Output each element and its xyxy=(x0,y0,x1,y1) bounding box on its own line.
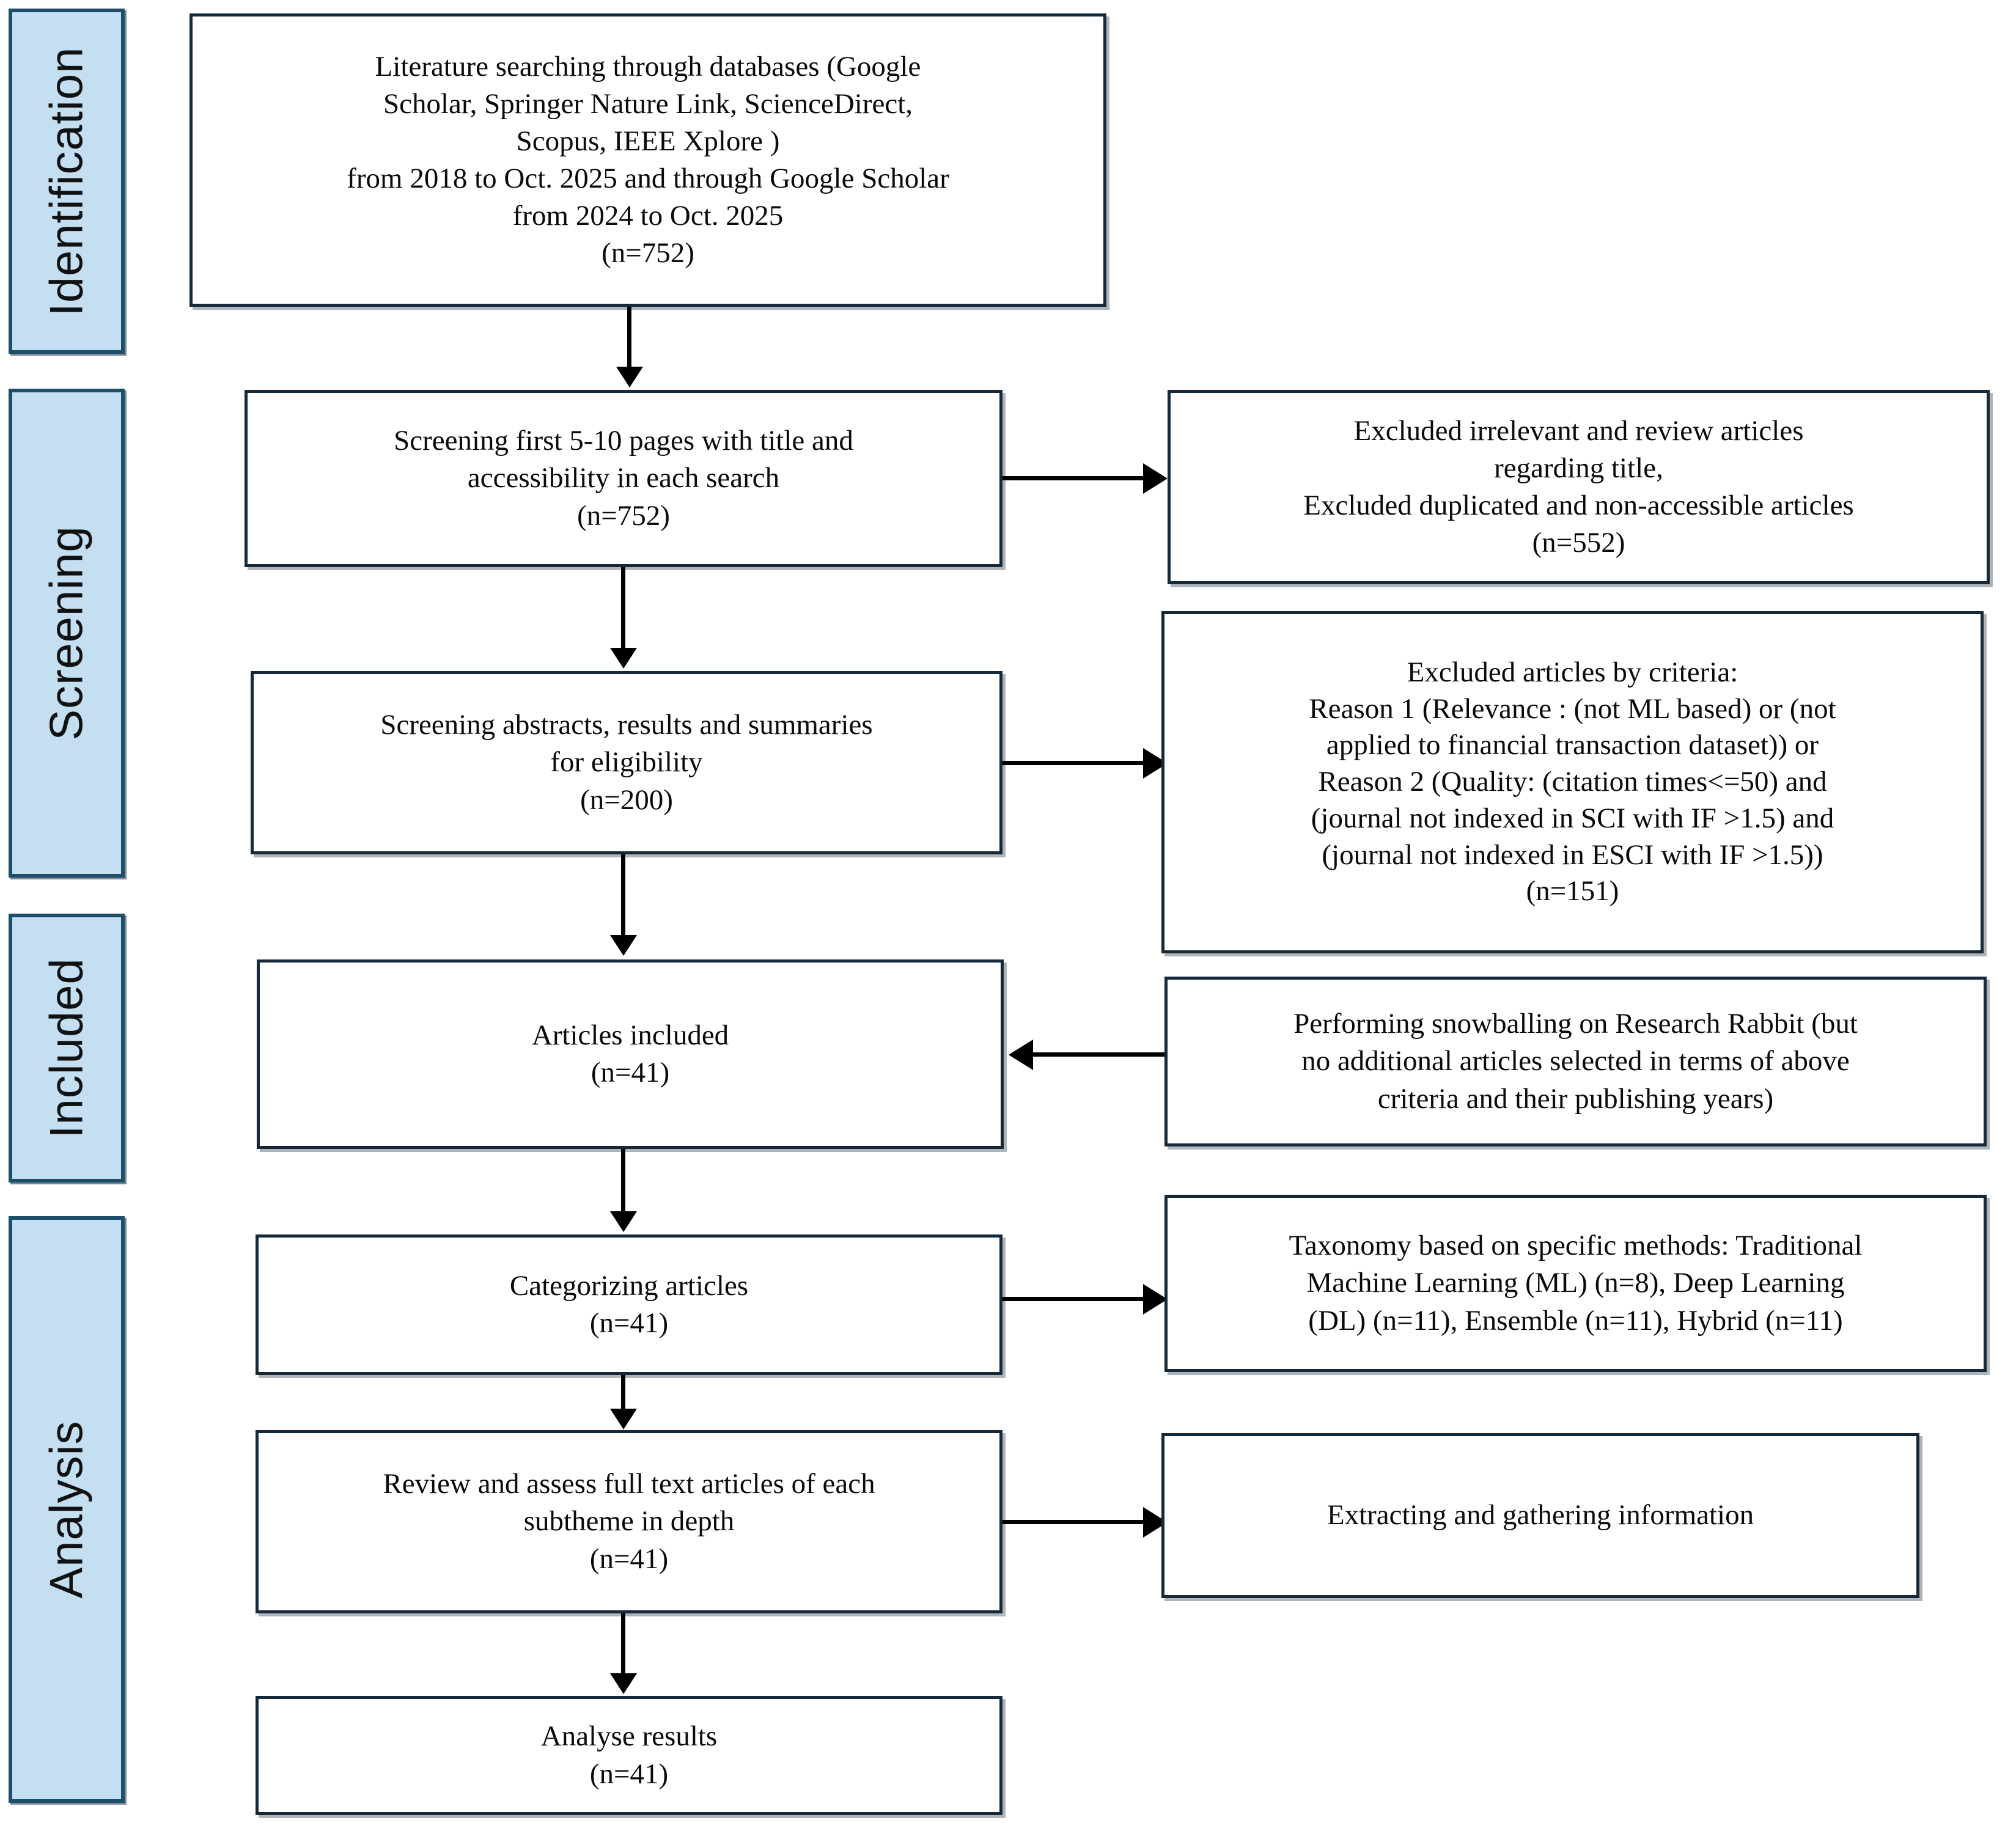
phase-label-analysis: Analysis xyxy=(40,1420,93,1599)
box-extracting-information-text: Extracting and gathering information xyxy=(1326,1499,1754,1531)
box-screening-abstracts: Screening abstracts, results and summari… xyxy=(251,671,1002,854)
connector-categorizing-to-taxonomy xyxy=(1002,1297,1146,1301)
connector-review-to-extracting xyxy=(1002,1520,1146,1524)
connector-review-to-analyse xyxy=(621,1613,625,1674)
box-identification-search: Literature searching through databases (… xyxy=(189,13,1106,307)
arrowhead-screening-pages-to-abstracts xyxy=(610,648,637,669)
phase-tab-analysis: Analysis xyxy=(9,1216,125,1803)
box-articles-included: Articles included (n=41) xyxy=(257,959,1004,1149)
box-excluded-irrelevant: Excluded irrelevant and review articles … xyxy=(1168,390,1990,584)
connector-included-to-categorizing xyxy=(621,1149,625,1213)
box-snowballing-text: Performing snowballing on Research Rabbi… xyxy=(1293,1008,1858,1115)
arrowhead-screening-to-excluded-irrelevant xyxy=(1143,463,1168,494)
arrowhead-identification-to-screening xyxy=(616,367,643,387)
phase-tab-included: Included xyxy=(9,914,125,1183)
box-articles-included-text: Articles included (n=41) xyxy=(531,1019,729,1088)
arrowhead-categorizing-to-taxonomy xyxy=(1143,1284,1168,1315)
box-taxonomy: Taxonomy based on specific methods: Trad… xyxy=(1164,1195,1987,1372)
box-taxonomy-text: Taxonomy based on specific methods: Trad… xyxy=(1289,1230,1863,1337)
phase-tab-screening: Screening xyxy=(9,389,125,878)
box-categorizing-articles: Categorizing articles (n=41) xyxy=(256,1234,1002,1375)
box-screening-pages: Screening first 5-10 pages with title an… xyxy=(245,390,1002,567)
box-excluded-criteria: Excluded articles by criteria: Reason 1 … xyxy=(1161,611,1984,953)
box-review-fulltext: Review and assess full text articles of … xyxy=(256,1430,1002,1613)
phase-label-identification: Identification xyxy=(40,46,93,316)
phase-label-screening: Screening xyxy=(40,526,93,741)
connector-screening-pages-to-abstracts xyxy=(621,567,625,650)
connector-categorizing-to-review xyxy=(621,1375,625,1412)
box-screening-abstracts-text: Screening abstracts, results and summari… xyxy=(380,709,873,816)
box-categorizing-articles-text: Categorizing articles (n=41) xyxy=(509,1269,749,1339)
box-snowballing: Performing snowballing on Research Rabbi… xyxy=(1164,977,1987,1146)
box-analyse-results: Analyse results (n=41) xyxy=(256,1696,1002,1815)
arrowhead-abstracts-to-included xyxy=(610,935,637,956)
phase-label-included: Included xyxy=(40,958,93,1139)
arrowhead-included-to-categorizing xyxy=(610,1211,637,1232)
box-analyse-results-text: Analyse results (n=41) xyxy=(540,1720,718,1790)
box-extracting-information: Extracting and gathering information xyxy=(1161,1433,1919,1598)
connector-snowballing-to-included xyxy=(1033,1052,1168,1057)
phase-tab-identification: Identification xyxy=(9,9,125,354)
connector-abstracts-to-excluded-criteria xyxy=(1002,761,1146,765)
box-review-fulltext-text: Review and assess full text articles of … xyxy=(383,1468,875,1575)
box-excluded-irrelevant-text: Excluded irrelevant and review articles … xyxy=(1303,414,1854,559)
box-identification-search-text: Literature searching through databases (… xyxy=(347,50,949,270)
arrowhead-snowballing-to-included xyxy=(1009,1040,1033,1070)
box-excluded-criteria-text: Excluded articles by criteria: Reason 1 … xyxy=(1309,656,1836,908)
box-screening-pages-text: Screening first 5-10 pages with title an… xyxy=(394,425,853,532)
arrowhead-categorizing-to-review xyxy=(610,1409,637,1429)
connector-screening-to-excluded-irrelevant xyxy=(1002,476,1146,480)
connector-abstracts-to-included xyxy=(621,854,625,937)
connector-identification-to-screening xyxy=(627,307,631,368)
arrowhead-review-to-analyse xyxy=(610,1673,637,1694)
